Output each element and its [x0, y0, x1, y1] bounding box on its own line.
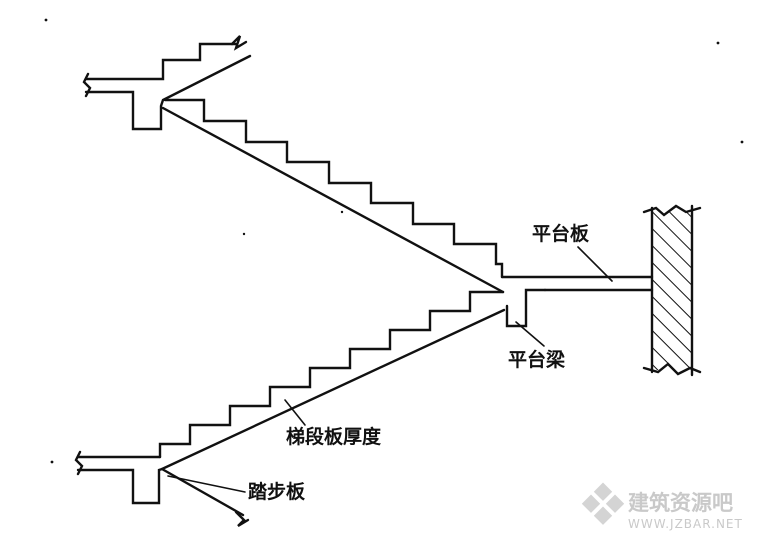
top-left-break-mark [82, 72, 92, 98]
leader-platform-beam [515, 321, 545, 347]
lower-flight-steps [158, 290, 505, 459]
upper-flight-soffit [161, 106, 505, 294]
wall-break-top [642, 204, 702, 217]
label-platform-beam: 平台梁 [508, 348, 566, 371]
top-landing-slab-underside [84, 54, 252, 131]
label-platform-slab: 平台板 [532, 222, 590, 245]
platform-beam [505, 288, 547, 328]
wall-hatch [652, 212, 692, 370]
label-flight-slab-thickness: 梯段板厚度 [286, 425, 382, 448]
scan-speck [340, 210, 344, 214]
top-landing-slab [84, 42, 238, 81]
watermark-name: 建筑资源吧 [628, 491, 733, 515]
scan-speck [242, 232, 246, 236]
scan-speck [50, 460, 54, 464]
leader-flight-thickness [284, 399, 306, 426]
scan-speck [716, 41, 720, 45]
wall-break-bottom [642, 362, 702, 376]
bottom-left-break-mark [74, 450, 84, 476]
scan-speck [44, 18, 48, 22]
watermark-site: WWW.JZBAR.NET [628, 517, 743, 531]
bottom-right-break-mark [234, 510, 250, 528]
bottom-landing-beam [76, 467, 245, 517]
leader-platform-slab [577, 246, 613, 282]
watermark: 建筑资源吧 WWW.JZBAR.NET [581, 482, 743, 531]
watermark-logo [581, 482, 625, 525]
leader-tread-slab [167, 475, 246, 493]
top-break-mark [230, 35, 248, 51]
scan-speck [740, 140, 744, 144]
lower-flight-soffit [160, 308, 506, 471]
upper-flight-steps [163, 98, 504, 279]
label-tread-slab: 踏步板 [248, 480, 306, 503]
